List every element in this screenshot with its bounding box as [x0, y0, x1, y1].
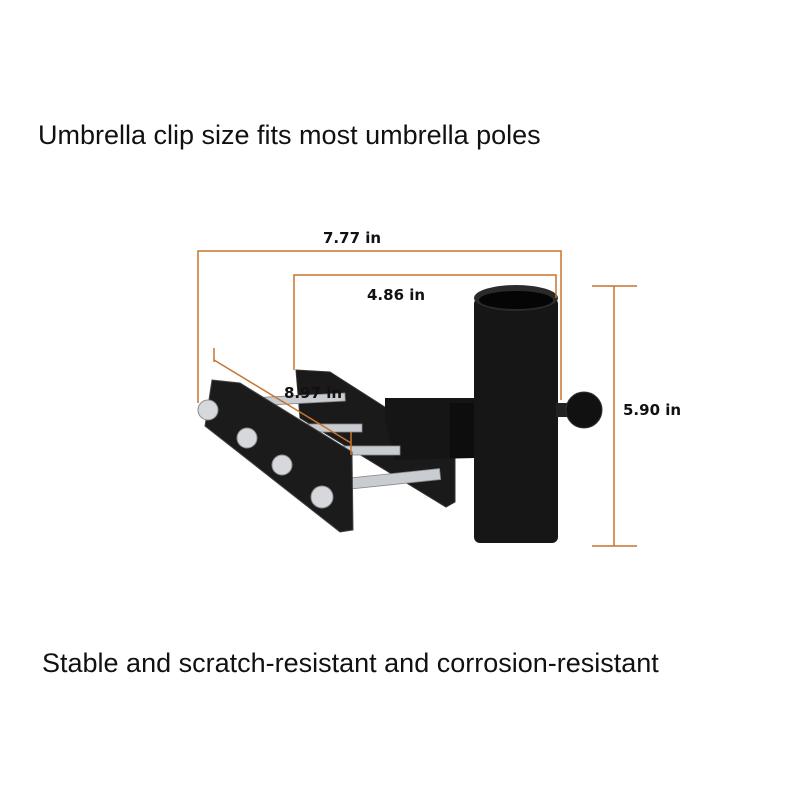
dimension-label-plate-length: 8.97 in [284, 384, 343, 402]
dimension-label-tube-height: 5.90 in [623, 401, 682, 419]
dimension-line-overall-width [197, 250, 562, 403]
headline-bottom: Stable and scratch-resistant and corrosi… [42, 648, 659, 678]
umbrella-clip-product [197, 285, 603, 543]
knob [565, 391, 603, 429]
dimension-line-arm-length [293, 274, 557, 370]
tube [474, 298, 558, 543]
dimension-line-tube-height [592, 285, 637, 547]
headline-top: Umbrella clip size fits most umbrella po… [38, 120, 541, 150]
dimension-label-overall-width: 7.77 in [323, 229, 382, 247]
dimension-lines [197, 250, 637, 547]
dimension-line-plate-length [213, 359, 352, 444]
dimension-label-arm-length: 4.86 in [367, 286, 426, 304]
